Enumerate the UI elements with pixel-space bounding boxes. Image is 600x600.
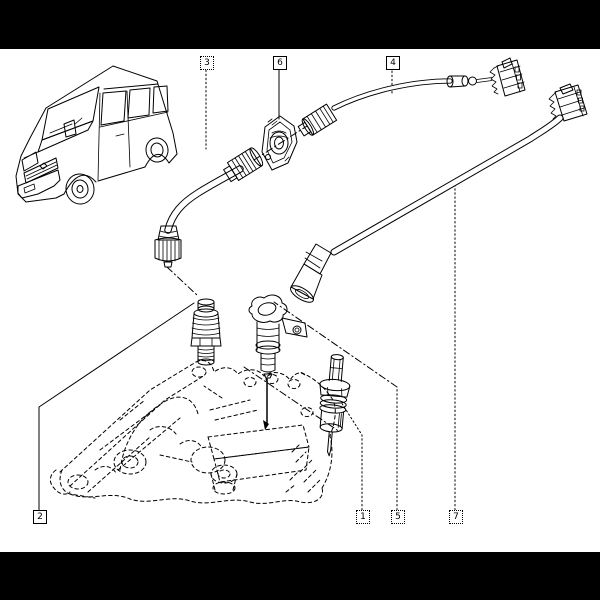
part-long-cable — [288, 84, 587, 305]
callout-label: 3 — [204, 58, 210, 68]
part-pressure-switch — [191, 299, 221, 365]
callout-label: 6 — [277, 58, 283, 68]
part-short-cable — [296, 58, 525, 139]
leader-lines — [39, 69, 455, 510]
callout-box-2[interactable]: 2 — [33, 510, 47, 524]
callout-box-3[interactable]: 3 — [200, 56, 214, 70]
callout-box-4[interactable]: 4 — [386, 56, 400, 70]
callout-label: 2 — [37, 512, 43, 522]
part-speedometer-cable — [155, 146, 265, 267]
part-sensor-plate — [262, 116, 297, 170]
part-temperature-sensor — [314, 353, 353, 457]
callout-label: 5 — [395, 512, 401, 522]
callout-box-6[interactable]: 6 — [273, 56, 287, 70]
letterbox-bottom — [0, 552, 600, 600]
callout-label: 1 — [360, 512, 366, 522]
callout-label: 7 — [453, 512, 459, 522]
engine-housing-sketch — [50, 360, 335, 503]
callout-box-5[interactable]: 5 — [391, 510, 405, 524]
van-illustration — [16, 66, 177, 206]
callout-box-7[interactable]: 7 — [449, 510, 463, 524]
part-tdc-sensor — [249, 295, 307, 430]
callout-box-1[interactable]: 1 — [356, 510, 370, 524]
callout-label: 4 — [390, 58, 396, 68]
letterbox-top — [0, 0, 600, 49]
